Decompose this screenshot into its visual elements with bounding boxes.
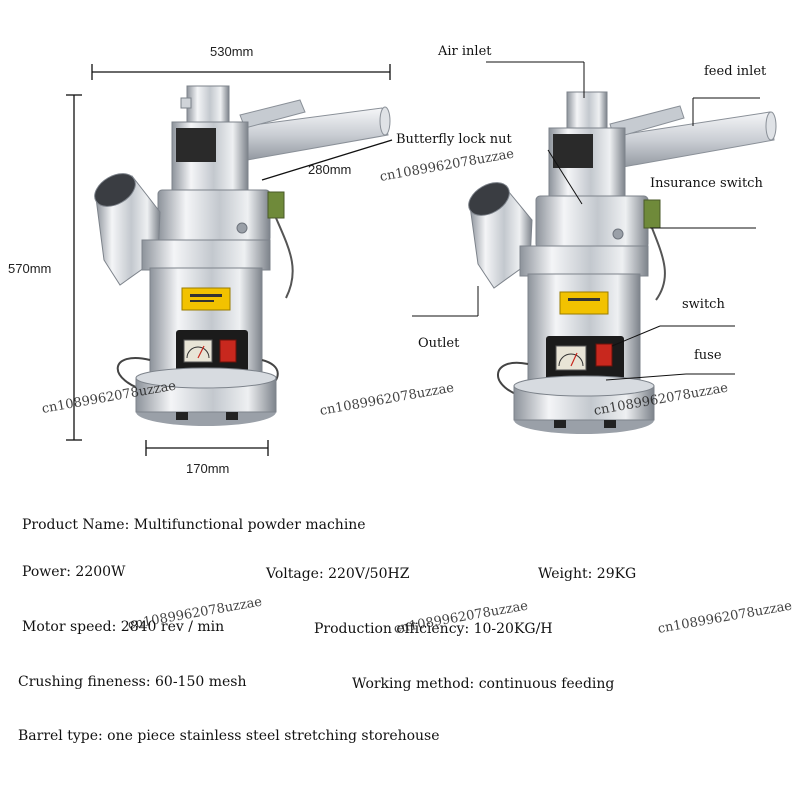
- spec-power: Power: 2200W: [22, 564, 126, 580]
- callout-switch: switch: [682, 297, 725, 312]
- callout-insurance-switch: Insurance switch: [650, 176, 763, 191]
- callout-butterfly-lock-nut: Butterfly lock nut: [396, 132, 512, 147]
- spec-motor-speed: Motor speed: 2840 rev / min: [22, 619, 225, 635]
- dimension-lines: [66, 64, 393, 456]
- dimension-feed-pipe-label: 280mm: [308, 162, 352, 177]
- callout-feed-inlet: feed inlet: [704, 64, 767, 79]
- callout-lines: [412, 61, 760, 381]
- spec-weight: Weight: 29KG: [538, 566, 637, 582]
- dimension-width-label: 530mm: [210, 44, 254, 59]
- spec-product-name: Product Name: Multifunctional powder mac…: [22, 517, 366, 533]
- spec-barrel-type: Barrel type: one piece stainless steel s…: [18, 728, 440, 744]
- right-machine: [468, 91, 777, 434]
- spec-voltage: Voltage: 220V/50HZ: [266, 566, 410, 582]
- dimension-height-label: 570mm: [8, 261, 52, 276]
- callout-fuse: fuse: [694, 348, 722, 363]
- spec-crushing-fineness: Crushing fineness: 60-150 mesh: [18, 674, 247, 690]
- callout-air-inlet: Air inlet: [438, 44, 492, 59]
- callout-outlet: Outlet: [418, 336, 460, 351]
- dimension-base-label: 170mm: [186, 461, 230, 476]
- spec-production-efficiency: Production efficiency: 10-20KG/H: [314, 621, 553, 637]
- left-machine: [94, 85, 391, 426]
- spec-working-method: Working method: continuous feeding: [352, 676, 615, 692]
